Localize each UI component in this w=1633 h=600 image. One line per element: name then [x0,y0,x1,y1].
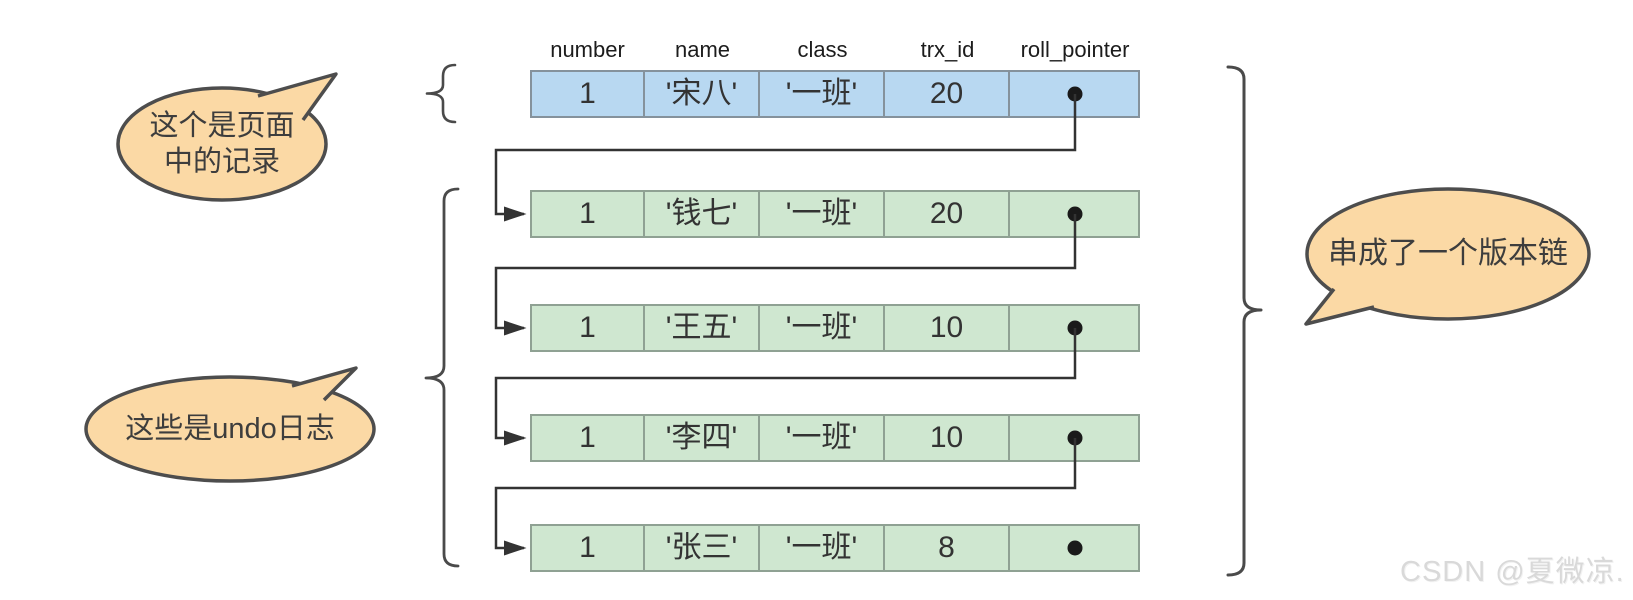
cell-roll-pointer [1010,306,1138,350]
cell-class: '一班' [760,72,885,116]
cell-class: '一班' [760,526,885,570]
brace-version-chain [1226,65,1263,577]
cell-roll-pointer [1010,526,1138,570]
undo-log-row-4: 1 '张三' '一班' 8 [530,524,1140,572]
cell-class: '一班' [760,416,885,460]
header-trx-id: trx_id [920,37,975,62]
page-record-row: 1 '宋八' '一班' 20 [530,70,1140,118]
cell-trx-id: 20 [885,192,1010,236]
cell-class: '一班' [760,306,885,350]
header-name: name [674,37,731,62]
cell-roll-pointer [1010,416,1138,460]
cell-name: '王五' [645,306,760,350]
cell-name: '李四' [645,416,760,460]
cell-name: '宋八' [645,72,760,116]
header-number: number [550,37,625,62]
undo-log-row-1: 1 '钱七' '一班' 20 [530,190,1140,238]
cell-name: '张三' [645,526,760,570]
cell-trx-id: 10 [885,416,1010,460]
bubble-undo-logs-tail [291,366,358,402]
csdn-watermark: CSDN @夏微凉. [1400,556,1625,588]
undo-log-row-3: 1 '李四' '一班' 10 [530,414,1140,462]
brace-undo-logs [424,187,460,568]
cell-number: 1 [532,416,645,460]
cell-trx-id: 10 [885,306,1010,350]
cell-trx-id: 8 [885,526,1010,570]
callout-page-record-text: 这个是页面 中的记录 [149,110,295,178]
undo-log-row-2: 1 '王五' '一班' 10 [530,304,1140,352]
cell-class: '一班' [760,192,885,236]
cell-roll-pointer [1010,72,1138,116]
cell-number: 1 [532,72,645,116]
callout-version-chain-text: 串成了一个版本链 [1328,237,1568,270]
cell-number: 1 [532,192,645,236]
header-class: class [797,37,848,62]
cell-number: 1 [532,306,645,350]
brace-page-record [425,63,457,124]
cell-name: '钱七' [645,192,760,236]
table-header-row: number name class trx_id roll_pointer [530,26,1140,66]
header-roll-pointer: roll_pointer [1020,37,1130,62]
cell-trx-id: 20 [885,72,1010,116]
bubble-version-chain-tail [1304,287,1375,326]
cell-number: 1 [532,526,645,570]
cell-roll-pointer [1010,192,1138,236]
callout-undo-logs-text: 这些是undo日志 [125,413,335,445]
